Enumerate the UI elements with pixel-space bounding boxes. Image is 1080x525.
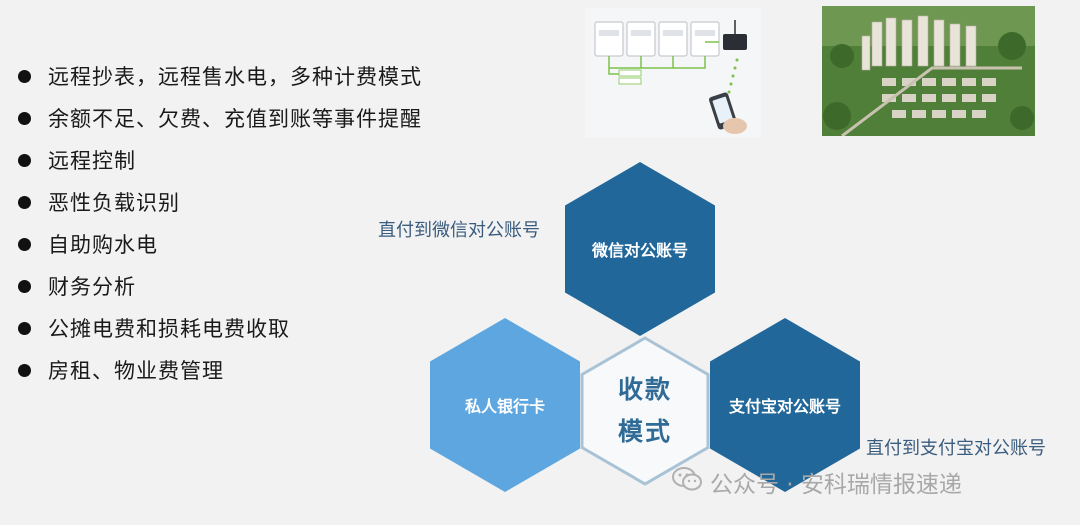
- feature-item: 自助购水电: [18, 223, 422, 265]
- feature-text: 财务分析: [48, 275, 136, 299]
- bullet-icon: [18, 69, 31, 83]
- feature-item: 远程控制: [18, 139, 422, 181]
- bullet-icon: [18, 237, 31, 251]
- payment-mode-title: 收款 模式: [618, 369, 672, 453]
- feature-text: 自助购水电: [48, 233, 158, 257]
- alipay-hexagon: [710, 318, 860, 492]
- feature-item: 恶性负载识别: [18, 181, 422, 223]
- center-line-1: 收款: [617, 375, 673, 404]
- wechat-icon: [672, 466, 702, 498]
- wechat-hexagon: [565, 162, 715, 336]
- feature-item: 房租、物业费管理: [18, 349, 422, 391]
- center-hexagon: [580, 336, 710, 486]
- feature-item: 余额不足、欠费、充值到账等事件提醒: [18, 97, 422, 139]
- feature-list: 远程抄表，远程售水电，多种计费模式 余额不足、欠费、充值到账等事件提醒 远程控制…: [18, 55, 422, 391]
- bullet-icon: [18, 279, 31, 293]
- bullet-icon: [18, 153, 31, 167]
- feature-text: 恶性负载识别: [48, 191, 180, 215]
- meter-device-photo: [585, 8, 761, 138]
- feature-text: 远程控制: [48, 149, 136, 173]
- bank-card-label: 私人银行卡: [464, 397, 546, 416]
- center-line-2: 模式: [617, 417, 673, 446]
- bank-card-hexagon: [430, 318, 580, 492]
- bullet-icon: [18, 363, 31, 377]
- bullet-icon: [18, 321, 31, 335]
- wechat-direct-note: 直付到微信对公账号: [378, 220, 540, 241]
- feature-text: 房租、物业费管理: [48, 359, 224, 383]
- watermark-text: 公众号 · 安科瑞情报速递: [710, 472, 962, 498]
- alipay-account-label: 支付宝对公账号: [728, 397, 842, 416]
- feature-text: 余额不足、欠费、充值到账等事件提醒: [48, 107, 422, 131]
- watermark: 公众号 · 安科瑞情报速递: [672, 465, 962, 499]
- bullet-icon: [18, 195, 31, 209]
- wechat-account-label: 微信对公账号: [591, 241, 689, 260]
- feature-item: 公摊电费和损耗电费收取: [18, 307, 422, 349]
- feature-item: 远程抄表，远程售水电，多种计费模式: [18, 55, 422, 97]
- feature-text: 远程抄表，远程售水电，多种计费模式: [48, 65, 422, 89]
- residential-area-photo: [822, 6, 1035, 136]
- feature-text: 公摊电费和损耗电费收取: [48, 317, 290, 341]
- bullet-icon: [18, 111, 31, 125]
- alipay-direct-note: 直付到支付宝对公账号: [866, 438, 1046, 459]
- feature-item: 财务分析: [18, 265, 422, 307]
